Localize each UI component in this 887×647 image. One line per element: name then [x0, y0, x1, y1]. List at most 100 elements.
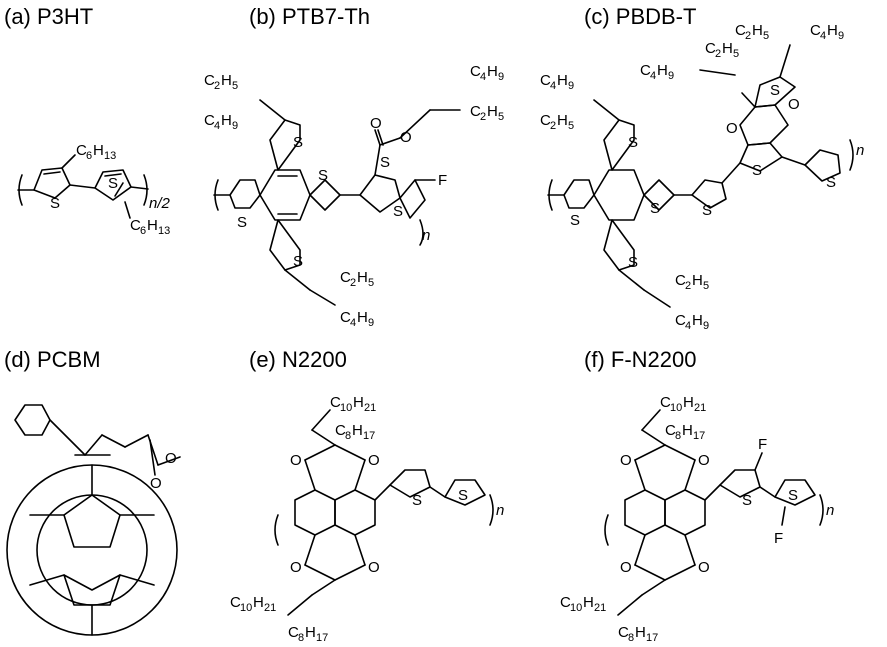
ethyl-c: C	[204, 72, 215, 89]
ethyl-c: C	[735, 22, 746, 39]
atom-f: F	[758, 436, 767, 453]
atom-s: S	[752, 162, 762, 179]
svg-text:4: 4	[820, 30, 826, 42]
svg-text:17: 17	[363, 430, 375, 442]
octyl-c: C	[288, 624, 299, 641]
hexyl-c: C	[76, 142, 87, 159]
svg-text:21: 21	[594, 602, 606, 614]
svg-text:H: H	[682, 422, 693, 439]
svg-text:5: 5	[232, 80, 238, 92]
decyl-c: C	[560, 594, 571, 611]
panel-title-a: (a) P3HT	[4, 4, 94, 29]
svg-text:8: 8	[345, 430, 351, 442]
hexyl-c-count: 6	[140, 225, 146, 237]
panel-title-c: (c) PBDB-T	[584, 4, 697, 29]
atom-o: O	[165, 450, 177, 467]
butyl-c: C	[640, 62, 651, 79]
svg-text:10: 10	[670, 402, 682, 414]
atom-o: O	[150, 475, 162, 492]
atom-o: O	[788, 96, 800, 113]
svg-text:10: 10	[570, 602, 582, 614]
svg-text:2: 2	[214, 80, 220, 92]
atom-s: S	[393, 203, 403, 220]
f-n2200-structure: O O O O S S F F C 10 H 21 C 8 H 17 C 10 …	[560, 394, 834, 644]
hexyl-h: H	[147, 217, 158, 234]
atom-s: S	[458, 487, 468, 504]
atom-s: S	[570, 212, 580, 229]
svg-text:H: H	[635, 624, 646, 641]
svg-text:H: H	[305, 624, 316, 641]
decyl-c: C	[660, 394, 671, 411]
butyl-c: C	[204, 112, 215, 129]
atom-f: F	[774, 530, 783, 547]
svg-text:2: 2	[350, 277, 356, 289]
svg-text:4: 4	[685, 320, 691, 332]
atom-s: S	[293, 134, 303, 151]
svg-text:H: H	[253, 594, 264, 611]
atom-o: O	[368, 559, 380, 576]
atom-o: O	[698, 452, 710, 469]
svg-text:21: 21	[264, 602, 276, 614]
hexyl-c-count: 6	[86, 150, 92, 162]
atom-s: S	[318, 167, 328, 184]
ptb7-th-structure: S S S S S S O O F C 2 H 5 C 4 H 9 C 4 H …	[204, 63, 504, 329]
svg-text:4: 4	[350, 317, 356, 329]
repeat-n: n	[496, 502, 504, 519]
svg-text:9: 9	[703, 320, 709, 332]
svg-text:2: 2	[480, 111, 486, 123]
svg-text:5: 5	[733, 48, 739, 60]
atom-s: S	[650, 200, 660, 217]
atom-s: S	[108, 175, 118, 192]
atom-s: S	[788, 487, 798, 504]
p3ht-structure: S S C 6 H 13 C 6 H 13 n/2	[17, 142, 171, 237]
butyl-c: C	[540, 72, 551, 89]
octyl-c: C	[335, 422, 346, 439]
atom-s: S	[50, 195, 60, 212]
svg-text:5: 5	[568, 120, 574, 132]
svg-text:H: H	[752, 22, 763, 39]
atom-o: O	[290, 452, 302, 469]
hexyl-c: C	[130, 217, 141, 234]
atom-s: S	[742, 492, 752, 509]
panel-title-b: (b) PTB7-Th	[249, 4, 371, 29]
repeat-n: n	[826, 502, 834, 519]
svg-text:H: H	[722, 40, 733, 57]
svg-text:8: 8	[298, 632, 304, 644]
decyl-c: C	[230, 594, 241, 611]
svg-text:2: 2	[550, 120, 556, 132]
atom-o: O	[370, 115, 382, 132]
svg-text:H: H	[221, 72, 232, 89]
svg-text:9: 9	[838, 30, 844, 42]
atom-s: S	[237, 214, 247, 231]
svg-text:17: 17	[693, 430, 705, 442]
svg-text:4: 4	[214, 120, 220, 132]
svg-text:H: H	[487, 63, 498, 80]
svg-text:9: 9	[368, 317, 374, 329]
repeat-n: n	[856, 142, 864, 159]
svg-text:H: H	[221, 112, 232, 129]
butyl-c: C	[470, 63, 481, 80]
atom-o: O	[400, 129, 412, 146]
svg-text:2: 2	[715, 48, 721, 60]
panel-title-d: (d) PCBM	[4, 347, 101, 372]
svg-text:2: 2	[745, 30, 751, 42]
hexyl-h: H	[93, 142, 104, 159]
svg-text:H: H	[557, 112, 568, 129]
hexyl-h-count: 13	[104, 150, 116, 162]
ethyl-c: C	[540, 112, 551, 129]
ethyl-c: C	[705, 40, 716, 57]
svg-text:H: H	[487, 103, 498, 120]
atom-s: S	[826, 174, 836, 191]
decyl-c: C	[330, 394, 341, 411]
pcbm-structure: O O	[6, 404, 181, 636]
atom-o: O	[620, 452, 632, 469]
atom-o: O	[726, 120, 738, 137]
atom-o: O	[698, 559, 710, 576]
svg-text:H: H	[357, 309, 368, 326]
atom-s: S	[628, 254, 638, 271]
svg-text:21: 21	[694, 402, 706, 414]
atom-s: S	[293, 253, 303, 270]
butyl-c: C	[810, 22, 821, 39]
svg-text:H: H	[352, 422, 363, 439]
svg-text:17: 17	[646, 632, 658, 644]
